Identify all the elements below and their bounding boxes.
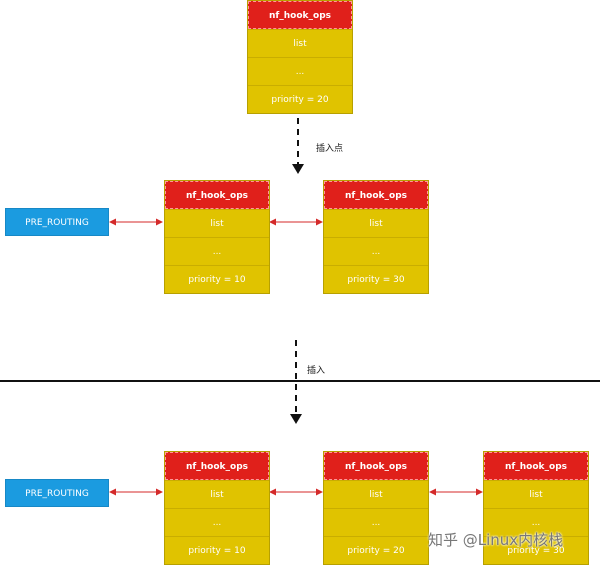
pre-routing-box: PRE_ROUTING — [5, 208, 109, 236]
hook-node-bottom-2: nf_hook_ops list ... priority = 20 — [323, 451, 429, 565]
node-priority: priority = 30 — [324, 265, 428, 293]
node-title: nf_hook_ops — [248, 1, 352, 29]
node-dots: ... — [484, 508, 588, 536]
node-priority: priority = 10 — [165, 265, 269, 293]
node-title: nf_hook_ops — [324, 181, 428, 209]
insert-arrow-top-head — [292, 164, 304, 174]
node-title: nf_hook_ops — [484, 452, 588, 480]
node-priority: priority = 20 — [248, 85, 352, 113]
node-list: list — [165, 480, 269, 508]
node-dots: ... — [165, 237, 269, 265]
insert-point-label: 插入点 — [316, 144, 344, 154]
node-list: list — [324, 209, 428, 237]
insert-label: 插入 — [307, 366, 326, 376]
node-priority: priority = 10 — [165, 536, 269, 564]
node-dots: ... — [324, 508, 428, 536]
node-list: list — [324, 480, 428, 508]
node-list: list — [165, 209, 269, 237]
hook-node-mid-2: nf_hook_ops list ... priority = 30 — [323, 180, 429, 294]
node-list: list — [248, 29, 352, 57]
watermark: 知乎 @Linux内核栈 — [428, 531, 564, 549]
pre-routing-box-bottom: PRE_ROUTING — [5, 479, 109, 507]
node-dots: ... — [165, 508, 269, 536]
hook-node-top: nf_hook_ops list ... priority = 20 — [247, 0, 353, 114]
node-priority: priority = 30 — [484, 536, 588, 564]
node-list: list — [484, 480, 588, 508]
hook-node-bottom-3: nf_hook_ops list ... priority = 30 — [483, 451, 589, 565]
hook-node-bottom-1: nf_hook_ops list ... priority = 10 — [164, 451, 270, 565]
node-title: nf_hook_ops — [324, 452, 428, 480]
insert-arrow-bottom-head — [290, 414, 302, 424]
node-title: nf_hook_ops — [165, 181, 269, 209]
node-priority: priority = 20 — [324, 536, 428, 564]
node-dots: ... — [324, 237, 428, 265]
hook-node-mid-1: nf_hook_ops list ... priority = 10 — [164, 180, 270, 294]
node-title: nf_hook_ops — [165, 452, 269, 480]
node-dots: ... — [248, 57, 352, 85]
